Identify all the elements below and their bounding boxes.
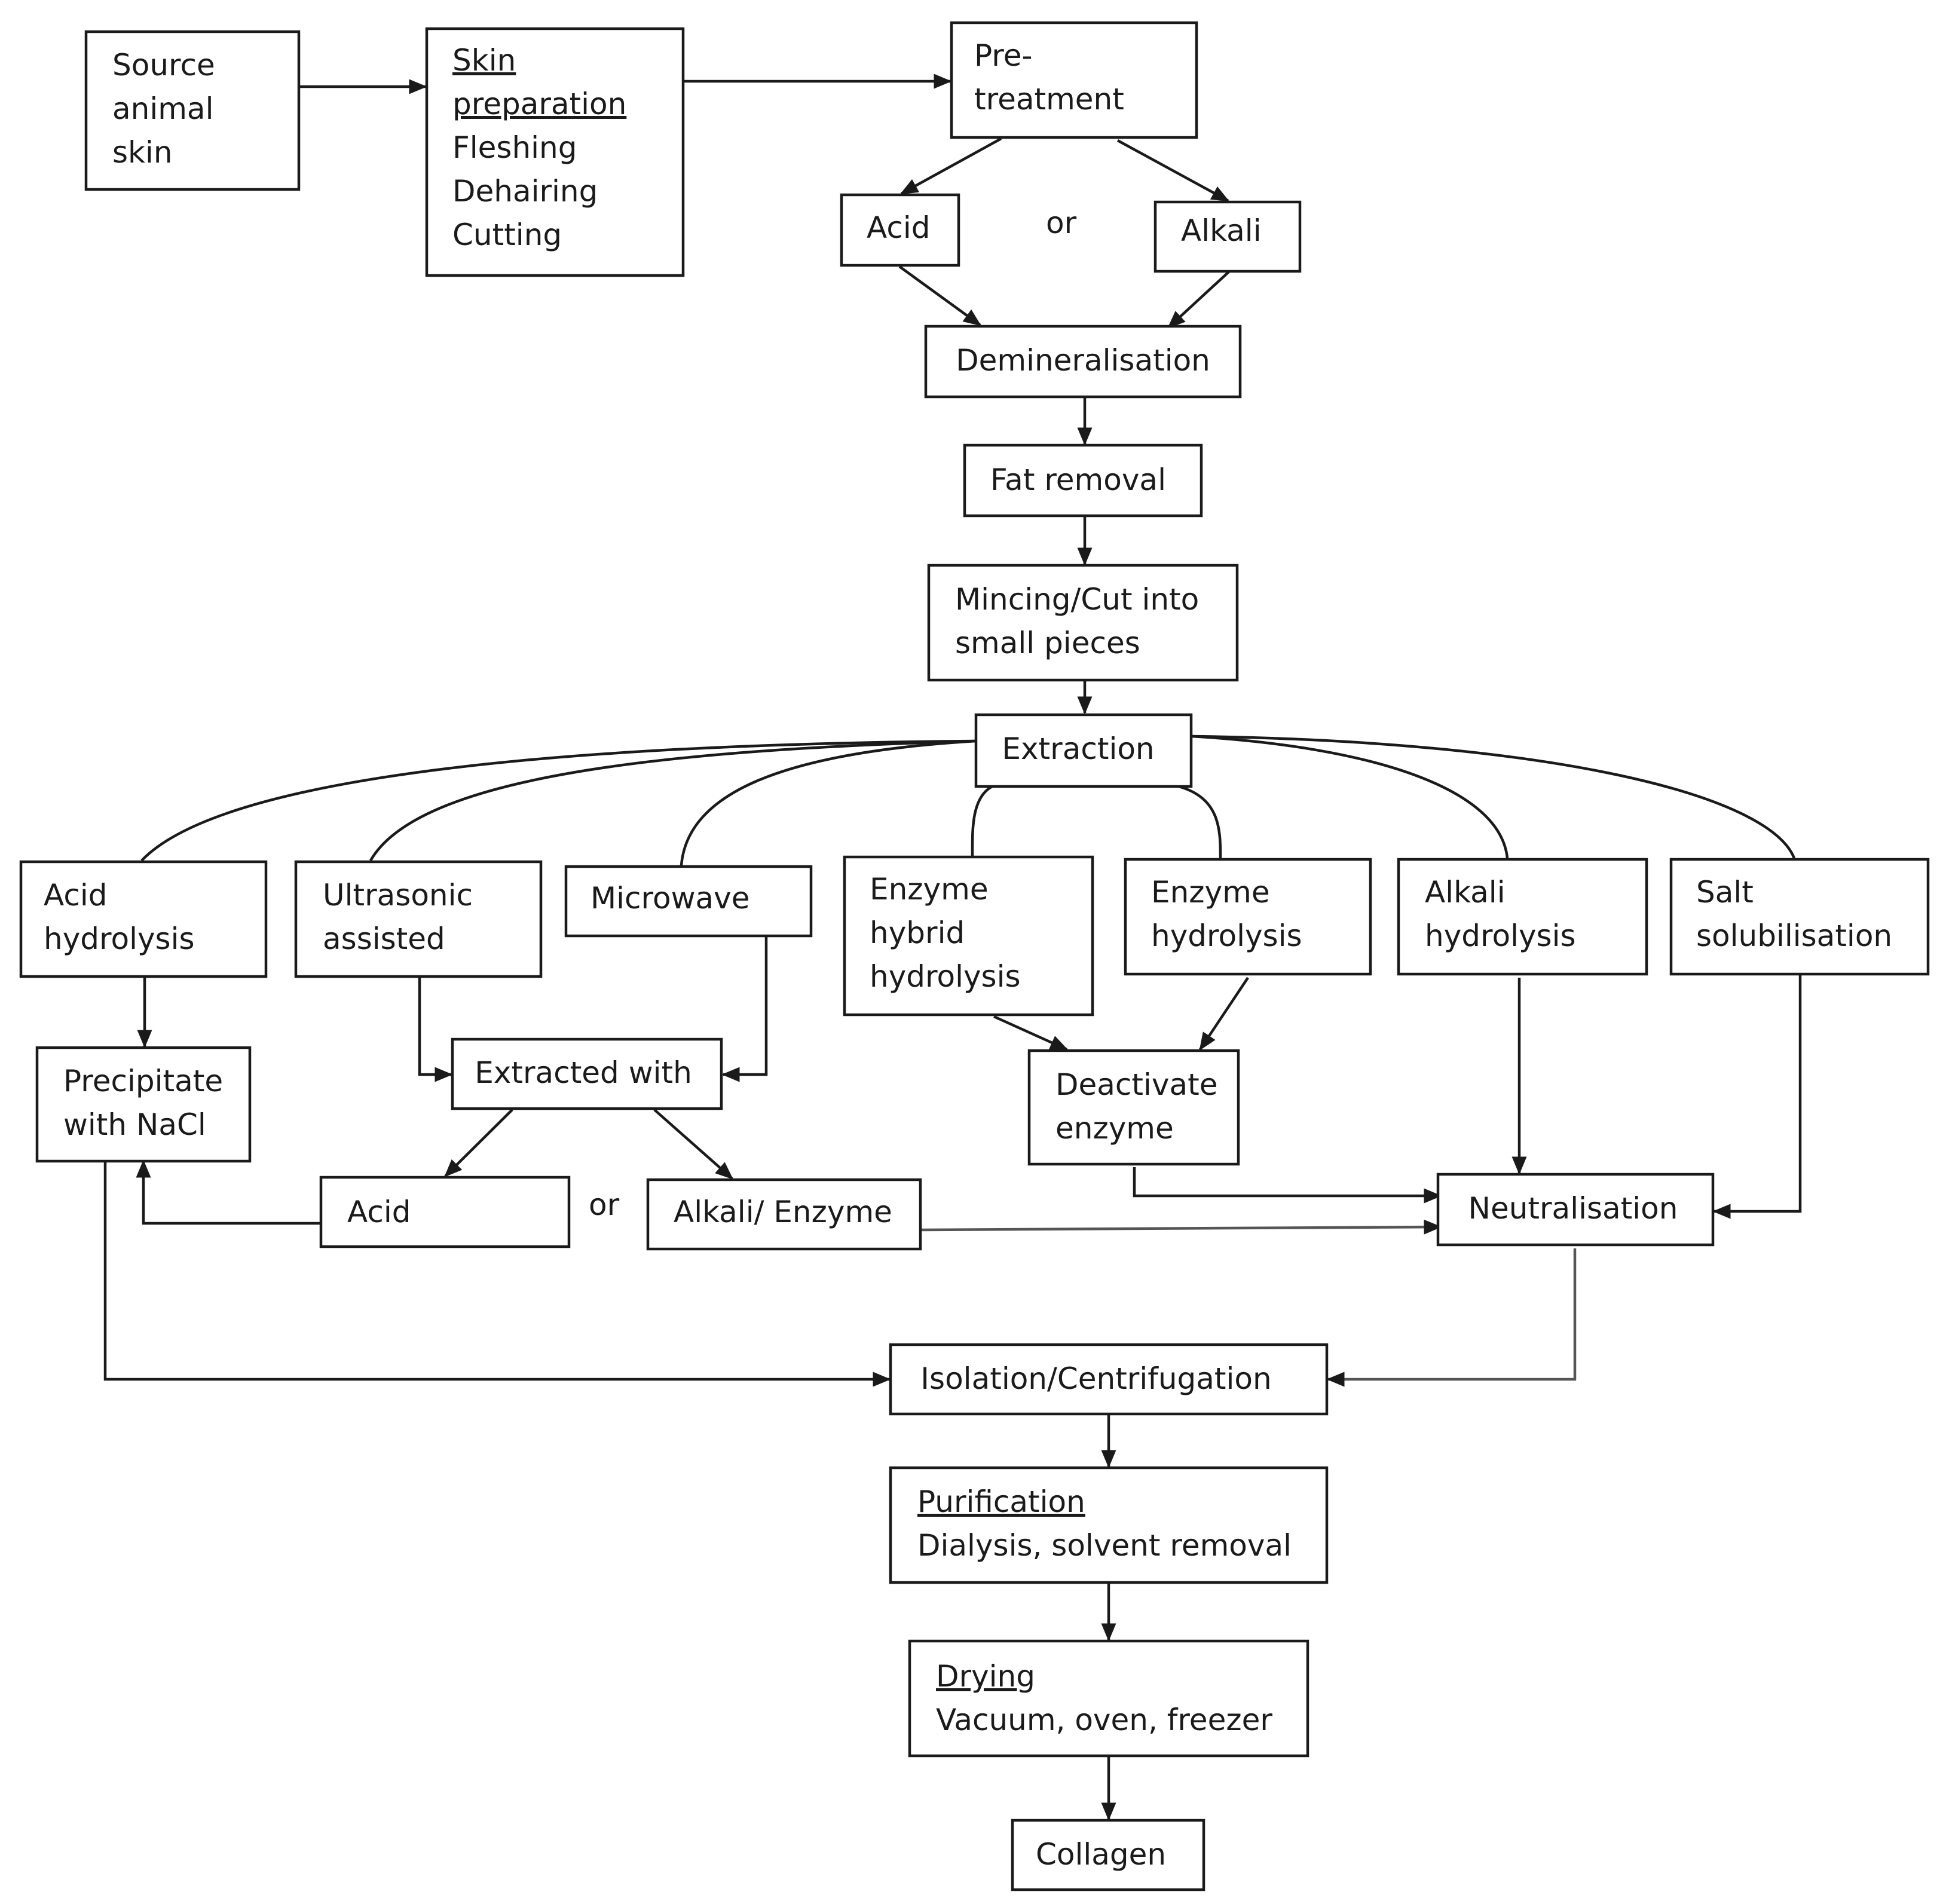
isolation-node: Isolation/Centrifugation xyxy=(889,1343,1329,1416)
skin-prep-heading-line-2: preparation xyxy=(452,87,626,121)
skin-preparation-node: Skin preparation Fleshing Dehairing Cutt… xyxy=(425,27,685,277)
neutralisation-label: Neutralisation xyxy=(1468,1191,1678,1226)
deactivate-line-2: enzyme xyxy=(1055,1111,1174,1146)
acid-hydrolysis-line-2: hydrolysis xyxy=(44,922,195,956)
mincing-line-2: small pieces xyxy=(955,626,1140,660)
skin-prep-step-cutting: Cutting xyxy=(452,218,562,252)
drying-heading: Drying xyxy=(936,1659,1035,1694)
edge-extraction-to-microwave xyxy=(680,739,977,866)
edge-ultrasonic-to-extracted-with xyxy=(418,978,453,1082)
skin-prep-heading-line-1: Skin xyxy=(452,43,516,78)
extraction-node: Extraction xyxy=(974,713,1193,788)
drying-node: Drying Vacuum, oven, freezer xyxy=(908,1639,1309,1758)
alkali-hydrolysis-node: Alkali hydrolysis xyxy=(1397,858,1648,976)
microwave-node: Microwave xyxy=(564,865,813,938)
edge-enzyme-hybrid-to-deactivate xyxy=(993,1015,1069,1051)
drying-detail: Vacuum, oven, freezer xyxy=(936,1703,1272,1737)
pretreatment-alkali-label: Alkali xyxy=(1181,213,1262,248)
edge-extraction-to-enzyme-hydrolysis xyxy=(1178,785,1222,859)
enzyme-hydrolysis-line-2: hydrolysis xyxy=(1151,919,1302,953)
edge-precipitate-to-isolation xyxy=(103,1162,891,1387)
ultrasonic-line-1: Ultrasonic xyxy=(323,878,473,913)
enzyme-hybrid-line-1: Enzyme xyxy=(870,872,989,907)
fat-removal-node: Fat removal xyxy=(963,443,1203,518)
pretreatment-node: Pre- treatment xyxy=(950,21,1198,139)
source-line-3: skin xyxy=(112,135,173,170)
edge-extraction-to-enzyme-hybrid xyxy=(971,785,993,856)
microwave-label: Microwave xyxy=(590,881,749,916)
or-label-extraction: or xyxy=(589,1187,620,1222)
edges xyxy=(103,74,1802,1821)
pretreatment-acid-label: Acid xyxy=(867,210,930,245)
edge-neutralisation-to-isolation xyxy=(1326,1248,1577,1387)
precipitate-line-2: with NaCl xyxy=(63,1107,206,1142)
pretreatment-line-2: treatment xyxy=(974,82,1124,117)
collagen-node: Collagen xyxy=(1011,1819,1205,1891)
demineralisation-node: Demineralisation xyxy=(924,325,1242,399)
purification-node: Purification Dialysis, solvent removal xyxy=(889,1466,1329,1584)
acid-hydrolysis-node: Acid hydrolysis xyxy=(19,860,268,978)
extracted-with-label: Extracted with xyxy=(475,1055,692,1090)
purification-detail: Dialysis, solvent removal xyxy=(917,1528,1292,1563)
skin-prep-step-dehairing: Dehairing xyxy=(452,174,598,209)
enzyme-hybrid-line-3: hydrolysis xyxy=(870,959,1021,994)
extraction-acid-label: Acid xyxy=(347,1195,411,1229)
edge-extracted-with-to-acid xyxy=(444,1109,513,1177)
alkali-hydrolysis-line-2: hydrolysis xyxy=(1425,919,1576,953)
enzyme-hybrid-node: Enzyme hybrid hydrolysis xyxy=(843,855,1094,1017)
deactivate-line-1: Deactivate xyxy=(1055,1067,1217,1102)
edge-pretreatment-to-alkali xyxy=(1116,139,1230,202)
enzyme-hybrid-line-2: hybrid xyxy=(870,916,965,950)
extraction-acid-node: Acid xyxy=(319,1176,571,1248)
edge-acid-to-demineralisation xyxy=(898,265,982,326)
extracted-with-node: Extracted with xyxy=(451,1037,723,1110)
extraction-alkali-enzyme-label: Alkali/ Enzyme xyxy=(674,1195,892,1229)
deactivate-enzyme-node: Deactivate enzyme xyxy=(1027,1049,1240,1166)
acid-hydrolysis-line-1: Acid xyxy=(44,878,107,913)
extraction-alkali-enzyme-node: Alkali/ Enzyme xyxy=(646,1178,922,1251)
salt-solubilisation-node: Salt solubilisation xyxy=(1669,858,1930,976)
edge-acid-to-precipitate xyxy=(136,1159,320,1225)
edge-alkali-to-demineralisation xyxy=(1167,270,1231,329)
edge-extraction-to-ultrasonic xyxy=(369,739,977,862)
mincing-node: Mincing/Cut into small pieces xyxy=(927,564,1239,682)
demineralisation-label: Demineralisation xyxy=(956,343,1210,378)
pretreatment-acid-node: Acid xyxy=(840,193,960,267)
pretreatment-line-1: Pre- xyxy=(974,38,1033,73)
salt-line-2: solubilisation xyxy=(1696,919,1892,953)
source-node: Source animal skin xyxy=(84,30,301,191)
neutralisation-node: Neutralisation xyxy=(1436,1173,1715,1247)
edge-extraction-to-alkali-hydrolysis xyxy=(1191,734,1509,859)
mincing-line-1: Mincing/Cut into xyxy=(955,582,1199,617)
enzyme-hydrolysis-line-1: Enzyme xyxy=(1151,875,1270,910)
ultrasonic-node: Ultrasonic assisted xyxy=(294,860,543,978)
precipitate-node: Precipitate with NaCl xyxy=(35,1046,252,1163)
extraction-label: Extraction xyxy=(1002,731,1154,766)
collagen-label: Collagen xyxy=(1036,1837,1166,1872)
edge-extraction-to-acid-hydrolysis xyxy=(140,739,977,862)
source-line-1: Source xyxy=(112,48,215,82)
skin-prep-step-fleshing: Fleshing xyxy=(452,130,577,165)
isolation-label: Isolation/Centrifugation xyxy=(920,1361,1271,1396)
enzyme-hydrolysis-node: Enzyme hydrolysis xyxy=(1124,858,1372,976)
edge-extracted-with-to-alkali-enzyme xyxy=(653,1109,733,1180)
edge-enzyme-hydrolysis-to-deactivate xyxy=(1199,977,1249,1051)
edge-deactivate-to-neutralisation xyxy=(1133,1167,1442,1204)
pretreatment-alkali-node: Alkali xyxy=(1153,200,1302,273)
precipitate-line-1: Precipitate xyxy=(63,1064,223,1098)
edge-pretreatment-to-acid xyxy=(899,137,1002,195)
edge-alkali-enzyme-to-neutralisation xyxy=(921,1219,1442,1235)
ultrasonic-line-2: assisted xyxy=(323,922,445,956)
edge-extraction-to-salt xyxy=(1191,734,1796,859)
salt-line-1: Salt xyxy=(1696,875,1754,910)
source-line-2: animal xyxy=(112,91,213,126)
fat-removal-label: Fat removal xyxy=(990,463,1166,497)
edge-salt-to-neutralisation xyxy=(1712,974,1802,1219)
purification-heading: Purification xyxy=(917,1484,1085,1519)
edge-microwave-to-extracted-with xyxy=(721,936,768,1082)
alkali-hydrolysis-line-1: Alkali xyxy=(1425,875,1506,910)
or-label-pretreatment: or xyxy=(1046,206,1077,240)
